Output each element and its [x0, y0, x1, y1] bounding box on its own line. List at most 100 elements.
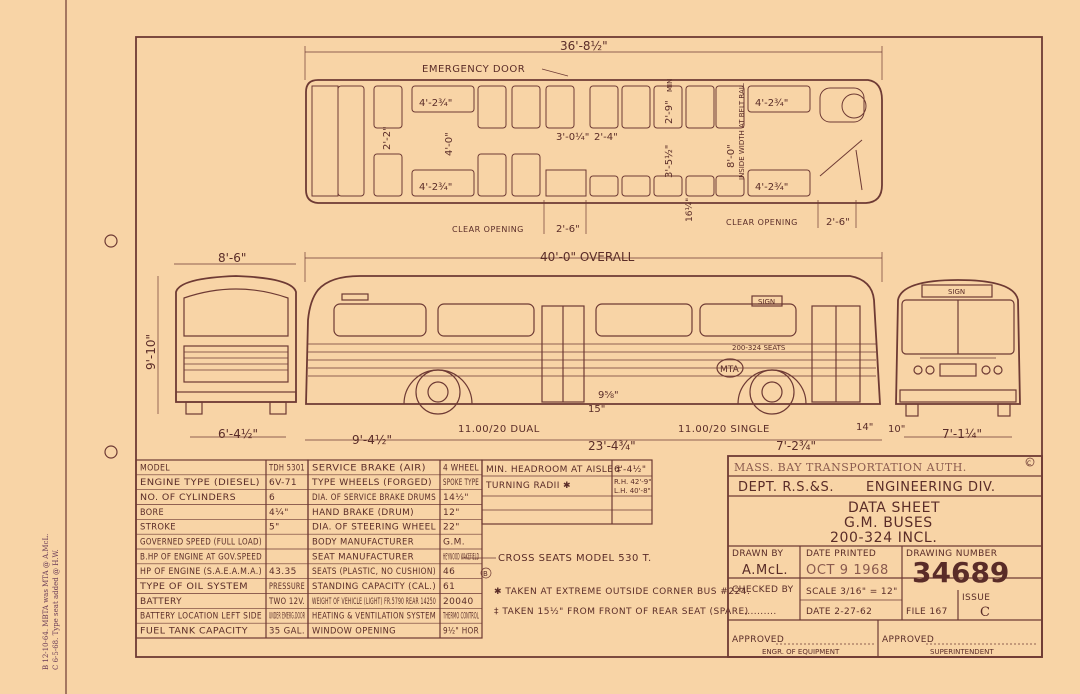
circle-b-mark: B: [483, 570, 488, 578]
spec_table_1-label-4: STROKE: [140, 523, 176, 533]
plan-dim-10: 3'-5½": [663, 145, 675, 178]
margin-note-2: C 6-5-68. Type seat added @ H.W.: [52, 549, 60, 670]
front-view-bus: SIGN: [895, 279, 1021, 417]
drawing-number-label: DRAWING NUMBER: [906, 549, 997, 559]
emergency-door-label: EMERGENCY DOOR: [422, 64, 525, 75]
spec_table_1-value-3: 4¼": [269, 508, 289, 518]
spec_table_2-value-6: HEYWOOD WAKEFIELD: [443, 552, 479, 562]
sheet-border: [135, 36, 1043, 658]
spec_table_1-value-9: TWO 12V.: [268, 597, 305, 607]
spec_table_2-value-1: SPOKE TYPE: [443, 478, 479, 488]
plan-dim-8: 2'-4": [594, 132, 618, 143]
spec_table_1-label-10: BATTERY LOCATION LEFT SIDE: [140, 612, 262, 622]
clear-opening-rear: CLEAR OPENING: [452, 225, 524, 234]
approved-2-sub: SUPERINTENDENT: [930, 648, 994, 656]
turning-rh: R.H. 42'-9": [614, 478, 651, 486]
spec_table_2-label-10: HEATING & VENTILATION SYSTEM: [312, 612, 436, 622]
rear-track-dim: 6'-4½": [218, 427, 258, 441]
punch-hole-bottom: [104, 445, 118, 459]
plan-dim-11: 8'-0": [726, 144, 737, 168]
title-line-1: DATA SHEET: [848, 500, 940, 516]
spec_table_2-value-7: 46: [443, 567, 455, 577]
plan-dim-14: 2'-6": [826, 217, 850, 228]
spec_table_2-label-11: WINDOW OPENING: [312, 627, 396, 637]
plan-dim-2: 4'-2¾": [419, 182, 452, 193]
width-dim: 8'-6": [218, 251, 246, 265]
overall-length-label: 40'-0" OVERALL: [540, 250, 635, 264]
issue-value: C: [980, 605, 991, 620]
spec_table_2-value-4: 22": [443, 523, 460, 533]
spec_table_2-label-6: SEAT MANUFACTURER: [312, 552, 414, 562]
rear-tire-label: 11.00/20 DUAL: [458, 424, 540, 435]
date-printed-label: DATE PRINTED: [806, 549, 876, 559]
drawn-by-label: DRAWN BY: [732, 549, 783, 559]
checked-by-label: CHECKED BY: [732, 585, 794, 595]
plan-seats-top: [373, 85, 867, 129]
plan-dim-13: 2'-6": [556, 224, 580, 235]
title-block: MASS. BAY TRANSPORTATION AUTH. C DEPT. R…: [727, 455, 1043, 658]
step-height-dim: 9⅝": [598, 390, 619, 401]
spec_table_1-label-8: TYPE OF OIL SYSTEM: [139, 582, 248, 592]
plan-dim-9: 2'-9": [664, 100, 675, 124]
plan-bus-outline: [305, 79, 883, 204]
headroom-value: 6'-4½": [614, 465, 646, 475]
drawn-by-value: A.McL.: [742, 563, 788, 578]
plan-view: 36'-8½" EMERGENCY DOOR: [304, 39, 883, 235]
spec-table-3: MIN. HEADROOM AT AISLE ‡ 6'-4½" TURNING …: [481, 459, 653, 525]
spec_table_2-value-10: THERMO CONTROL: [443, 612, 479, 622]
spec_table_1-label-1: ENGINE TYPE (DIESEL): [140, 478, 260, 488]
mta-logo-text: MTA: [720, 365, 740, 375]
spec_table_1-label-11: FUEL TANK CAPACITY: [140, 627, 248, 637]
spec_table_1-value-4: 5": [269, 523, 280, 533]
front-track-dim: 7'-1¼": [942, 427, 982, 441]
spec_table_1-label-2: NO. OF CYLINDERS: [140, 493, 236, 503]
side-sign-label: SIGN: [758, 298, 775, 306]
spec_table_2-value-0: 4 WHEEL: [443, 463, 479, 473]
fleet-seat-label: 200-324 SEATS: [732, 344, 786, 352]
spec_table_1-value-0: TDH 5301: [268, 463, 305, 473]
wheelbase-dim: 23'-4¾": [588, 439, 636, 453]
spec_table_1-value-7: 43.35: [269, 567, 297, 577]
front-sign-label: SIGN: [948, 288, 965, 296]
file-label: FILE 167: [906, 607, 948, 617]
step-15-dim: 15": [588, 404, 605, 415]
turning-lh: L.H. 40'-8": [614, 487, 651, 495]
spec_table_2-value-9: 20040: [443, 597, 474, 607]
spec_table_2-label-1: TYPE WHEELS (FORGED): [311, 478, 432, 488]
mta-logo: [716, 358, 744, 378]
issue-circle: C: [1027, 460, 1031, 467]
clear-opening-front: CLEAR OPENING: [726, 218, 798, 227]
punch-hole-top: [104, 234, 118, 248]
headroom-label: MIN. HEADROOM AT AISLE ‡: [486, 465, 622, 475]
spec_table_1-value-1: 6V-71: [269, 478, 297, 488]
spec_table_2-value-8: 61: [443, 582, 455, 592]
rear-view-bus: [175, 275, 297, 415]
issue-label: ISSUE: [962, 593, 990, 603]
spec_table_2-label-8: STANDING CAPACITY (CAL.): [312, 582, 436, 592]
plan-min-label: MIN: [666, 79, 674, 92]
spec_table_2-value-2: 14½": [443, 493, 469, 503]
dim-10: 10": [888, 424, 905, 435]
spec_table_2-label-2: DIA. OF SERVICE BRAKE DRUMS: [312, 493, 436, 503]
plan-dim-4: 4'-2¾": [755, 182, 788, 193]
spec_table_2-value-3: 12": [443, 508, 460, 518]
front-overhang-dim: 7'-2¾": [776, 439, 816, 453]
spec_table_2-label-4: DIA. OF STEERING WHEEL: [312, 523, 436, 533]
front-tire-label: 11.00/20 SINGLE: [678, 424, 770, 435]
spec_table_1-value-2: 6: [269, 493, 275, 503]
spec_table_2-value-11: 9½" HOR: [443, 627, 479, 637]
spec_table_1-label-9: BATTERY: [140, 597, 182, 607]
cross-seats-note: CROSS SEATS MODEL 530 T.: [498, 553, 652, 564]
plan-dim-7: 3'-0¼": [556, 131, 589, 143]
title-line-2: G.M. BUSES: [844, 515, 933, 531]
spec_table_1-value-10: UNDER EMERG.DOOR: [269, 612, 305, 622]
title-line-3: 200-324 INCL.: [830, 530, 937, 546]
plan-overall-dim: 36'-8½": [560, 39, 608, 53]
dept-label: DEPT. R.S.&S.: [738, 480, 834, 495]
plan-dim-5: 2'-2": [382, 126, 393, 150]
spec_table_2-label-0: SERVICE BRAKE (AIR): [312, 463, 426, 473]
approved-1-label: APPROVED: [732, 635, 784, 645]
inside-width-label: INSIDE WIDTH AT BELT RAIL: [738, 83, 746, 180]
